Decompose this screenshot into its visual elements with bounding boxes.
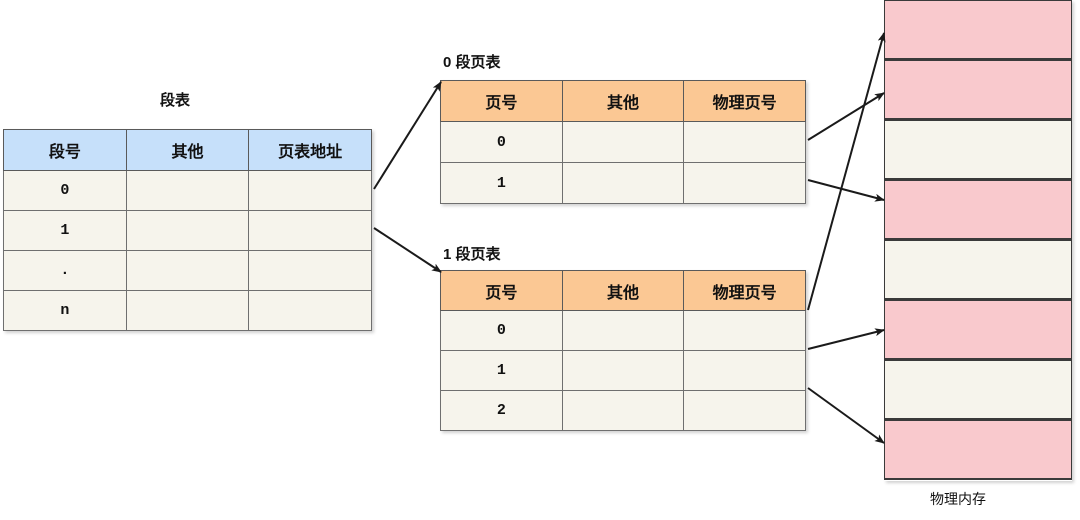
page-table-0-header-frameno: 物理页号: [683, 80, 806, 122]
page-table-1-cell-pageno-0: 0: [440, 310, 563, 351]
memory-block-7: [884, 420, 1072, 480]
page-table-0-cell-pageno-1: 1: [440, 162, 563, 204]
page-table-0-cell-frameno-1: [683, 162, 806, 204]
arrow-pt1-row0-to-memory-block0: [807, 32, 886, 311]
arrow-segment0-to-pagetable0: [373, 81, 442, 190]
segment-table-cell-other-1: [125, 210, 250, 251]
segment-table-header-ptaddr: 页表地址: [248, 129, 372, 171]
memory-block-3: [884, 180, 1072, 240]
table-row: 0: [3, 170, 372, 211]
segment-table-cell-other-3: [125, 290, 250, 331]
page-table-1-cell-other-2: [561, 390, 685, 431]
arrow-pt0-row1-to-memory-block3: [807, 179, 885, 202]
physical-memory-caption: 物理内存: [930, 491, 986, 507]
table-header-row: 页号 其他 物理页号: [440, 80, 806, 122]
table-row: 1: [440, 350, 806, 391]
page-table-1-header-pageno: 页号: [440, 270, 563, 311]
segment-table: 段号 其他 页表地址 0 1 . n: [3, 129, 372, 331]
segment-table-cell-segno-0: 0: [3, 170, 127, 211]
page-table-0-header-other: 其他: [561, 80, 685, 122]
page-table-1-cell-pageno-2: 2: [440, 390, 563, 431]
page-table-1-cell-other-1: [561, 350, 685, 391]
page-table-1-title: 1 段页表: [443, 246, 501, 263]
segment-table-cell-other-0: [125, 170, 250, 211]
table-row: 0: [440, 121, 806, 163]
segment-table-cell-segno-1: 1: [3, 210, 127, 251]
arrow-pt1-row2-to-memory-block7: [807, 387, 885, 444]
page-table-1-cell-frameno-0: [683, 310, 806, 351]
segment-table-cell-ptaddr-0: [248, 170, 372, 211]
memory-block-2: [884, 120, 1072, 180]
segment-table-header-other: 其他: [125, 129, 250, 171]
arrow-pt0-row0-to-memory-block1: [807, 92, 885, 141]
memory-block-6: [884, 360, 1072, 420]
page-table-0: 页号 其他 物理页号 0 1: [440, 80, 806, 204]
page-table-0-header-pageno: 页号: [440, 80, 563, 122]
memory-block-5: [884, 300, 1072, 360]
table-row: 2: [440, 390, 806, 431]
table-row: 0: [440, 310, 806, 351]
page-table-0-cell-pageno-0: 0: [440, 121, 563, 163]
segment-table-cell-ptaddr-2: [248, 250, 372, 291]
table-row: n: [3, 290, 372, 331]
page-table-0-cell-other-1: [561, 162, 685, 204]
page-table-0-cell-other-0: [561, 121, 685, 163]
segment-table-cell-segno-3: n: [3, 290, 127, 331]
table-header-row: 页号 其他 物理页号: [440, 270, 806, 311]
segment-table-cell-segno-2: .: [3, 250, 127, 291]
page-table-1: 页号 其他 物理页号 0 1 2: [440, 270, 806, 431]
memory-block-4: [884, 240, 1072, 300]
page-table-0-title: 0 段页表: [443, 54, 501, 71]
page-table-1-cell-pageno-1: 1: [440, 350, 563, 391]
table-row: .: [3, 250, 372, 291]
arrow-segment1-to-pagetable1: [373, 227, 442, 273]
table-row: 1: [440, 162, 806, 204]
segment-table-header-segno: 段号: [3, 129, 127, 171]
page-table-1-cell-frameno-1: [683, 350, 806, 391]
page-table-1-header-frameno: 物理页号: [683, 270, 806, 311]
memory-block-0: [884, 0, 1072, 60]
page-table-1-cell-other-0: [561, 310, 685, 351]
segment-table-title: 段表: [160, 92, 191, 109]
table-row: 1: [3, 210, 372, 251]
segment-table-cell-other-2: [125, 250, 250, 291]
arrow-pt1-row1-to-memory-block5: [807, 328, 885, 350]
page-table-1-cell-frameno-2: [683, 390, 806, 431]
segment-table-cell-ptaddr-3: [248, 290, 372, 331]
memory-block-1: [884, 60, 1072, 120]
page-table-0-cell-frameno-0: [683, 121, 806, 163]
physical-memory-column: [884, 0, 1072, 481]
page-table-1-header-other: 其他: [561, 270, 685, 311]
table-header-row: 段号 其他 页表地址: [3, 129, 372, 171]
segment-table-cell-ptaddr-1: [248, 210, 372, 251]
